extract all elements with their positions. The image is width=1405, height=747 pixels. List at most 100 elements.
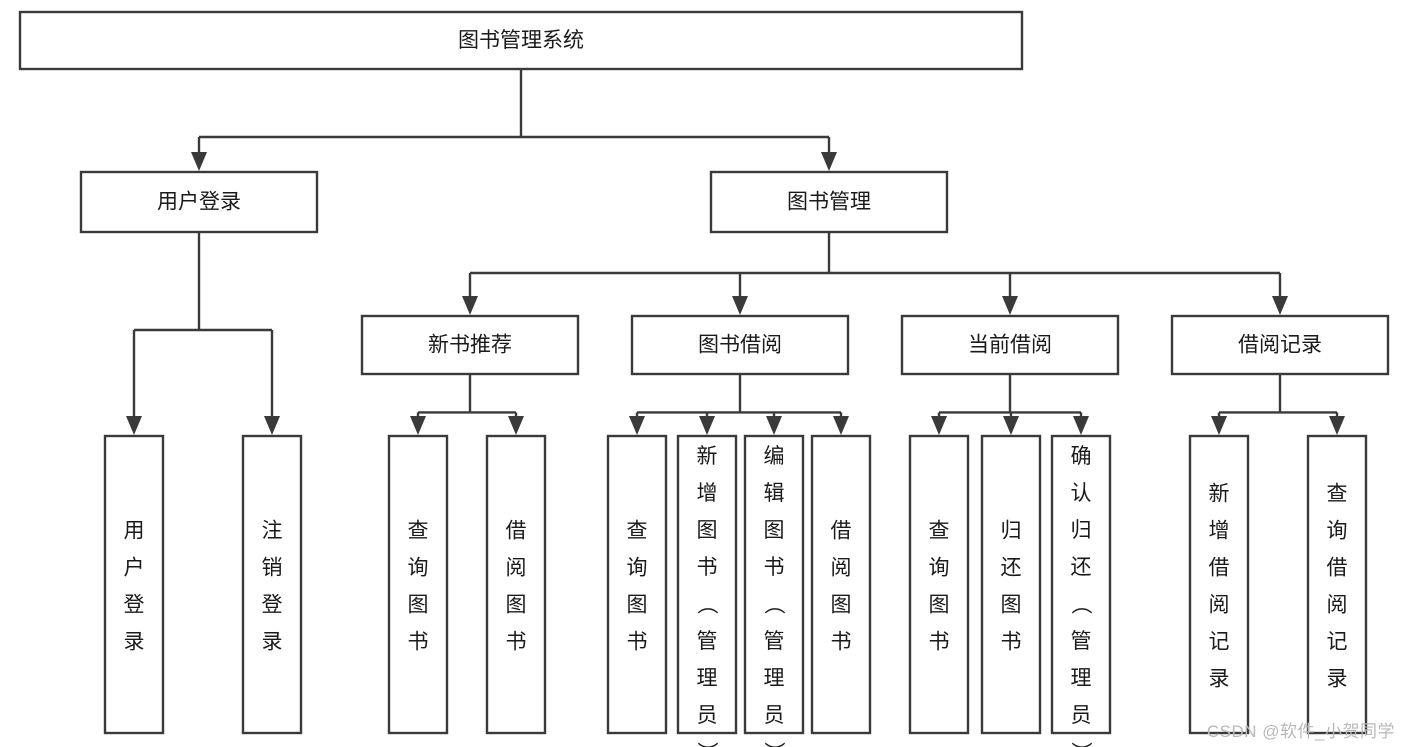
node-label-char: （ [1069,594,1092,615]
node-label-char: 记 [1209,631,1230,654]
arrow-head-icon [126,416,142,435]
node-label-char: 借 [1209,557,1230,580]
node-label-char: 员 [764,704,785,727]
node-label-char: （ [695,594,718,615]
node-label-char: 录 [1327,668,1348,691]
node-label-char: 认 [1071,482,1092,505]
node-label: 图书借阅 [698,334,782,357]
node-label-char: 归 [1071,519,1092,542]
arrow-head-icon [264,416,280,435]
node-book-manage[interactable]: 图书管理 [709,170,949,234]
node-box [709,170,949,234]
node-label-char: 询 [408,557,429,580]
node-label: 新书推荐 [428,334,512,357]
node-box [103,434,165,735]
node-label-char: 还 [1071,556,1092,579]
node-borrow-record[interactable]: 借阅记录 [1170,314,1390,376]
node-box [360,314,580,376]
node-label-char: 登 [262,594,283,617]
arrow-head-icon [833,416,849,435]
node-label-char: 理 [764,667,785,690]
node-label-char: 书 [506,631,527,654]
node-label-char: ） [762,742,785,747]
node-label-char: 增 [1209,520,1230,543]
node-new-book-rec[interactable]: 新书推荐 [360,314,580,376]
node-label: 用户登录 [157,191,241,214]
node-current-borrow[interactable]: 当前借阅 [900,314,1120,376]
arrow-head-icon [821,152,837,171]
node-label-char: 图 [697,519,718,542]
node-label-char: ） [695,742,718,747]
node-label-char: 查 [627,520,648,543]
node-label-char: 阅 [1209,594,1230,617]
node-label-char: 借 [831,520,852,543]
node-label-char: 还 [1001,557,1022,580]
node-label-char: 归 [1001,520,1022,543]
node-label-char: 图 [831,594,852,617]
node-label-char: 书 [929,631,950,654]
node-label-char: 录 [262,631,283,654]
node-label-char: 编 [764,445,785,468]
node-root[interactable]: 图书管理系统 [18,10,1024,71]
arrow-head-icon [410,416,426,435]
node-label-char: 理 [697,667,718,690]
node-label-char: 登 [124,594,145,617]
node-label-char: 图 [408,594,429,617]
node-label-char: 增 [697,482,718,505]
node-label-char: 阅 [506,557,527,580]
node-label-char: 录 [124,631,145,654]
arrow-head-icon [508,416,524,435]
node-label-char: 阅 [1327,594,1348,617]
node-label-char: 图 [1001,594,1022,617]
node-book-borrow[interactable]: 图书借阅 [630,314,850,376]
node-box [241,434,303,735]
node-label-char: 询 [1327,520,1348,543]
node-box [1306,434,1368,735]
arrow-head-icon [1329,416,1345,435]
arrow-head-icon [931,416,947,435]
node-user-login[interactable]: 用户登录 [79,170,319,234]
node-label-char: 管 [764,630,785,653]
arrow-head-icon [1211,416,1227,435]
arrow-head-icon [629,416,645,435]
node-box [1170,314,1390,376]
node-label-char: 理 [1071,667,1092,690]
node-label-char: 书 [627,631,648,654]
arrow-head-icon [732,296,748,315]
csdn-watermark: CSDN @软件_小贺同学 [1206,722,1395,741]
node-label-char: 借 [1327,557,1348,580]
node-label-char: ） [1069,742,1092,747]
node-label-char: 阅 [831,557,852,580]
node-box [980,434,1042,735]
node-box [810,434,872,735]
node-leaf-user-login[interactable]: 用户登录 [103,434,165,735]
node-label-char: 图 [764,519,785,542]
node-label-char: 户 [124,557,145,580]
node-label-char: 图 [929,594,950,617]
connector-layer [126,69,1345,435]
node-layer: 图书管理系统用户登录图书管理新书推荐图书借阅当前借阅借阅记录用户登录注销登录查询… [18,10,1390,747]
node-label-char: 管 [697,630,718,653]
node-label-char: 查 [929,520,950,543]
node-label-char: 新 [697,445,718,468]
node-box [743,434,805,735]
node-label-char: 书 [697,556,718,579]
node-label-char: 询 [929,557,950,580]
arrow-head-icon [1272,296,1288,315]
node-label-char: 确 [1071,445,1092,468]
node-box [79,170,319,234]
